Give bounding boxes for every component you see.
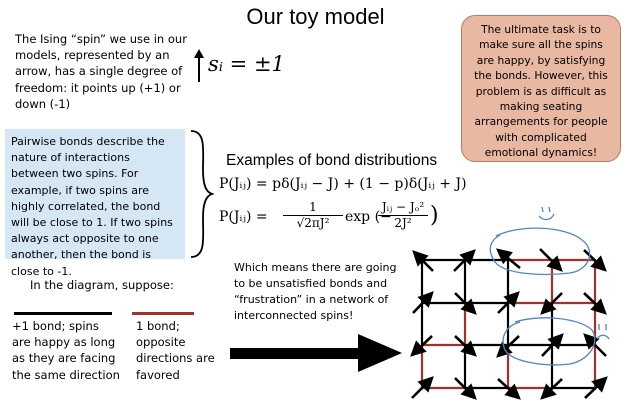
smiley-face-icon — [538, 206, 555, 221]
spin-arrow-icon — [410, 335, 433, 357]
positive-bond-label: +1 bond; spins are happy as long as they… — [12, 319, 120, 382]
gaussian-exponent-fraction: Jᵢⱼ − Jₒ² 2J² — [378, 200, 428, 230]
positive-bond-swatch — [14, 312, 112, 315]
spin-arrow-icon — [412, 291, 434, 314]
task-callout: The ultimate task is to make sure all th… — [461, 15, 621, 162]
spin-arrow-icon — [454, 335, 477, 357]
spin-arrow-icon — [583, 333, 607, 357]
bimodal-equation: P(Jᵢⱼ) = pδ(Jᵢⱼ − J) + (1 − p)δ(Jᵢⱼ + J) — [219, 176, 467, 192]
spin-arrow-icon — [453, 249, 476, 272]
spin-arrow-icon — [584, 376, 608, 399]
gaussian-prefactor: 1 √2πJ² — [283, 200, 343, 230]
exponent-denominator: 2J² — [394, 216, 412, 230]
page-title: Our toy model — [246, 4, 385, 29]
pairwise-bonds-box: Pairwise bonds describe the nature of in… — [5, 129, 185, 278]
spin-lattice — [420, 258, 597, 390]
spin-description: The Ising “spin” we use in our models, r… — [15, 32, 187, 111]
unhappy-circle-annotation — [502, 317, 596, 366]
spin-arrow-icon — [454, 292, 477, 315]
big-right-arrow-icon — [230, 334, 402, 372]
spin-arrow-icon — [541, 333, 564, 357]
negative-bond-label: 1 bond; opposite directions are favored — [136, 319, 215, 382]
diagram-intro: In the diagram, suppose: — [30, 278, 174, 292]
spin-arrow-icon — [497, 378, 521, 400]
spin-up-arrow-icon — [194, 49, 204, 82]
happy-circle-annotation — [489, 227, 591, 276]
prefactor-denominator: √2πJ² — [296, 216, 330, 230]
gaussian-exp: exp (− — [345, 209, 392, 225]
spin-arrow-icon — [539, 248, 563, 272]
frustration-note: Which means there are going to be unsati… — [234, 261, 397, 322]
handwritten-annotations — [489, 206, 610, 366]
exponent-numerator: Jᵢⱼ − Jₒ² — [378, 200, 428, 216]
spin-arrow-icon — [540, 378, 563, 400]
gaussian-equation-lhs: P(Jᵢⱼ) = — [219, 209, 268, 225]
spin-arrow-icon — [495, 248, 521, 270]
spin-arrow-icon — [454, 377, 477, 400]
spin-arrows — [410, 248, 608, 400]
negative-bond-swatch — [132, 312, 194, 315]
prefactor-numerator: 1 — [283, 200, 343, 216]
spin-arrow-icon — [412, 250, 434, 272]
spin-arrow-icon — [497, 291, 520, 314]
spin-arrow-icon — [583, 292, 607, 315]
spin-arrow-icon — [411, 376, 434, 399]
sad-face-icon — [596, 324, 610, 340]
curly-brace-icon — [190, 130, 215, 258]
spin-arrow-icon — [540, 292, 563, 315]
spin-arrow-icon — [496, 335, 520, 358]
gaussian-close-paren: ) — [430, 203, 439, 228]
spin-arrow-icon — [583, 249, 607, 272]
examples-heading: Examples of bond distributions — [226, 152, 438, 169]
spin-formula: sᵢ = ±1 — [208, 52, 285, 76]
